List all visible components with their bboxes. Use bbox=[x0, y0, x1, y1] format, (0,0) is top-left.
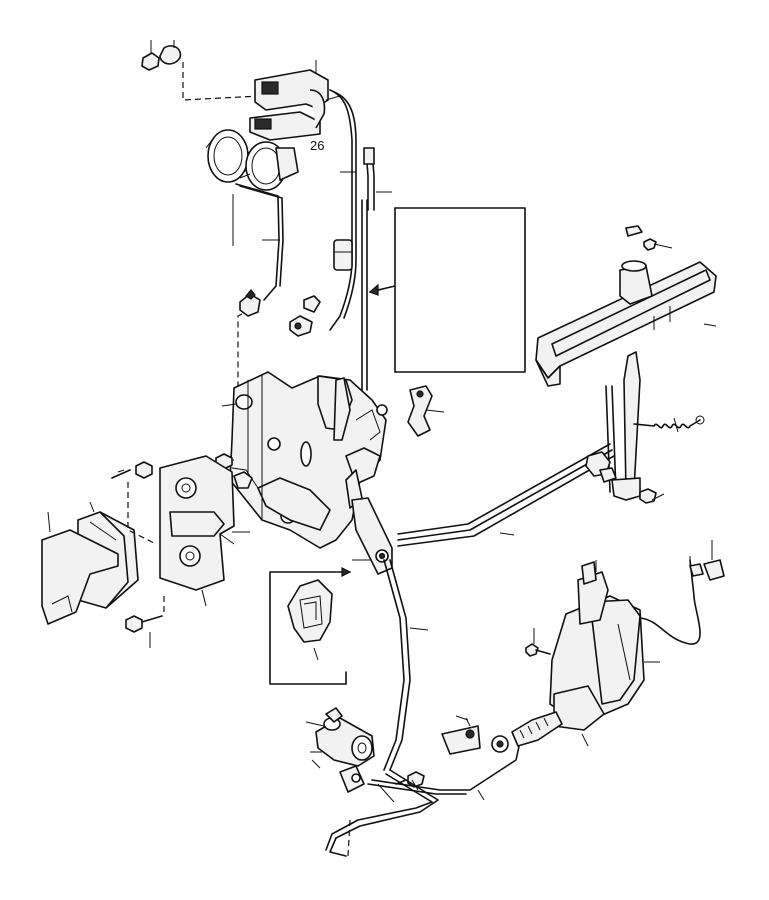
retaining-clip-detail[interactable] bbox=[287, 579, 333, 643]
lock-cylinder-lower[interactable] bbox=[315, 707, 375, 767]
lever-lower[interactable] bbox=[339, 765, 365, 793]
top-screw-with-washer[interactable] bbox=[141, 40, 182, 71]
striker-spacer[interactable] bbox=[41, 529, 119, 625]
return-spring[interactable] bbox=[633, 415, 705, 429]
screw-right-small[interactable] bbox=[639, 488, 665, 504]
lever-bracket[interactable] bbox=[407, 385, 445, 437]
door-lock-assembly[interactable] bbox=[229, 371, 388, 549]
rod-clip-center[interactable] bbox=[289, 295, 321, 337]
rod-grommet[interactable] bbox=[585, 451, 617, 483]
top-pad[interactable] bbox=[625, 225, 643, 237]
detail-frame-clip bbox=[269, 567, 352, 685]
operating-lever[interactable] bbox=[351, 497, 393, 575]
motor-screw[interactable] bbox=[525, 643, 551, 657]
central-locking-motor[interactable] bbox=[549, 561, 660, 731]
striker-plate-front[interactable] bbox=[159, 455, 250, 591]
screw-small-top[interactable] bbox=[643, 238, 673, 251]
callout-number: 26 bbox=[310, 138, 324, 153]
striker-screw-upper[interactable] bbox=[111, 461, 153, 479]
motor-push-rod[interactable] bbox=[491, 711, 563, 753]
clamp-ring-left[interactable] bbox=[205, 129, 251, 183]
cable-connector-plug[interactable] bbox=[689, 540, 725, 581]
striker-screw-lower[interactable] bbox=[125, 615, 163, 633]
motor-cable[interactable] bbox=[639, 559, 701, 645]
cable-bracket[interactable] bbox=[441, 715, 481, 755]
clamp-ring-right[interactable] bbox=[245, 141, 299, 191]
rod-clip-left[interactable] bbox=[239, 289, 261, 317]
rod-connector[interactable] bbox=[333, 239, 353, 271]
clip-small-left[interactable] bbox=[233, 471, 253, 489]
lock-cylinder-bracket[interactable] bbox=[249, 60, 341, 141]
detail-frame-upper bbox=[368, 207, 526, 373]
handle-cap[interactable] bbox=[619, 260, 653, 305]
outside-handle-assembly[interactable] bbox=[535, 261, 717, 387]
